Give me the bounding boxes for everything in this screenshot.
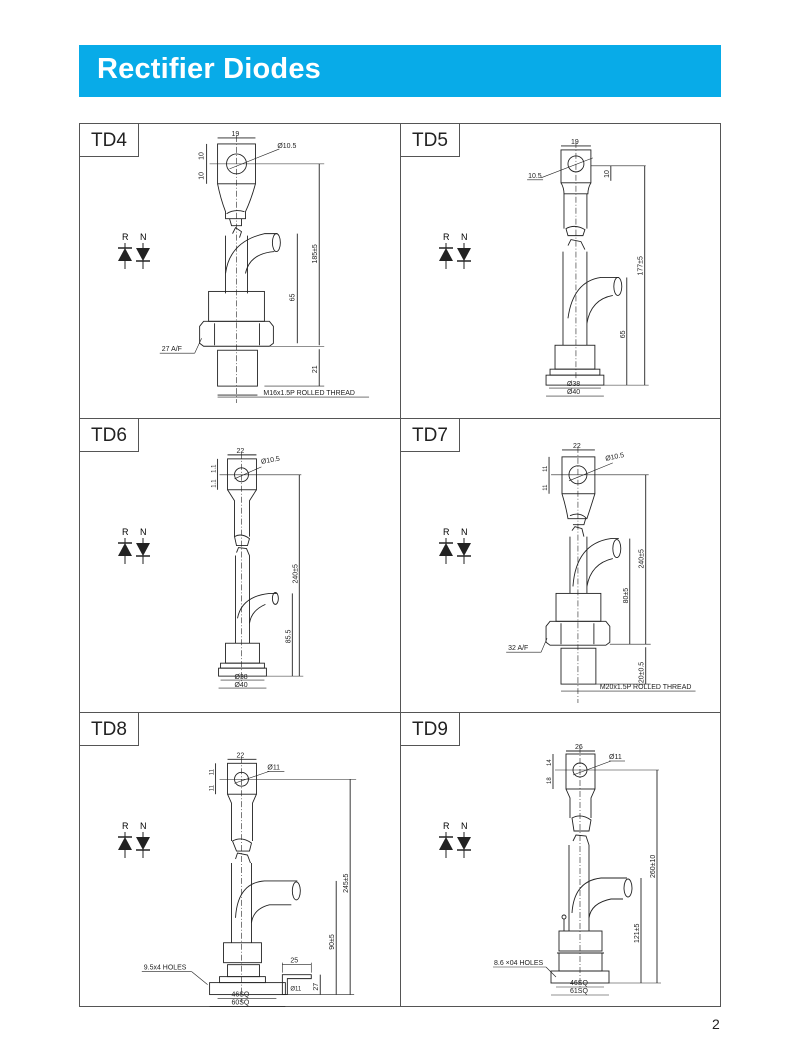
- svg-text:240±5: 240±5: [292, 564, 299, 583]
- page-number: 2: [712, 1016, 720, 1032]
- svg-text:Ø38: Ø38: [567, 381, 580, 388]
- panel-td7: TD7 R N 22 Ø10.5 11 11: [401, 419, 721, 713]
- svg-text:Ø38: Ø38: [235, 674, 248, 681]
- svg-text:19: 19: [571, 139, 579, 146]
- svg-text:11: 11: [210, 768, 216, 775]
- svg-text:Ø11: Ø11: [290, 987, 302, 993]
- svg-text:9.5x4 HOLES: 9.5x4 HOLES: [144, 965, 187, 972]
- svg-text:80±5: 80±5: [623, 588, 630, 604]
- svg-text:R: R: [122, 821, 129, 831]
- svg-text:11: 11: [543, 465, 549, 472]
- svg-text:46SQ: 46SQ: [570, 980, 588, 987]
- panel-td4: TD4 R N 19 Ø10.5 10 10: [80, 124, 401, 419]
- svg-text:Ø40: Ø40: [235, 682, 248, 689]
- svg-text:N: N: [140, 232, 147, 242]
- diode-symbol-icon: R N: [118, 232, 150, 269]
- svg-text:22: 22: [237, 448, 245, 455]
- panel-td9: TD9 R N 26 Ø11 14 18: [401, 713, 721, 1007]
- svg-text:M20x1.5P ROLLED THREAD: M20x1.5P ROLLED THREAD: [600, 684, 692, 691]
- svg-text:N: N: [140, 527, 147, 537]
- svg-text:N: N: [140, 821, 147, 831]
- svg-text:240±5: 240±5: [639, 549, 646, 568]
- model-label: TD5: [401, 124, 460, 157]
- td9-drawing: 26 Ø11 14 18 121±5 260±10: [493, 744, 661, 996]
- td6-drawing: 22 Ø10.5 1.1 1.1 85.5 240±5 Ø38: [212, 448, 304, 689]
- diode-symbol-icon: R N: [439, 527, 471, 564]
- svg-text:11: 11: [210, 784, 216, 791]
- panel-td8: TD8 R N 22 Ø11 11 11: [80, 713, 401, 1007]
- svg-text:10: 10: [199, 152, 206, 160]
- svg-text:M16x1.5P ROLLED THREAD: M16x1.5P ROLLED THREAD: [263, 390, 355, 397]
- svg-text:10.5: 10.5: [528, 173, 542, 180]
- svg-text:R: R: [443, 527, 450, 537]
- svg-text:Ø11: Ø11: [609, 754, 622, 761]
- model-label: TD4: [80, 124, 139, 157]
- svg-text:N: N: [461, 232, 468, 242]
- svg-text:21: 21: [312, 365, 319, 373]
- svg-text:32 A/F: 32 A/F: [508, 645, 528, 652]
- diode-symbol-icon: R N: [439, 232, 471, 269]
- diode-symbol-icon: R N: [118, 527, 150, 564]
- model-label: TD8: [80, 713, 139, 746]
- svg-text:20±0.5: 20±0.5: [639, 662, 646, 683]
- svg-text:25: 25: [290, 958, 298, 965]
- svg-text:Ø10.5: Ø10.5: [277, 143, 296, 150]
- svg-text:22: 22: [237, 752, 245, 759]
- svg-text:Ø40: Ø40: [567, 389, 580, 396]
- svg-text:177±5: 177±5: [638, 256, 645, 275]
- svg-text:Ø10.5: Ø10.5: [261, 456, 281, 466]
- svg-text:245±5: 245±5: [343, 873, 350, 892]
- svg-text:N: N: [461, 821, 468, 831]
- svg-text:10: 10: [199, 172, 206, 180]
- svg-text:10: 10: [604, 170, 611, 178]
- svg-text:R: R: [443, 821, 450, 831]
- td8-drawing: 22 Ø11 11 11 25 Ø11 27: [141, 752, 357, 1007]
- svg-text:27: 27: [313, 983, 320, 991]
- svg-text:8.6 ×04 HOLES: 8.6 ×04 HOLES: [494, 960, 544, 967]
- svg-text:27 A/F: 27 A/F: [162, 346, 182, 353]
- svg-text:90±5: 90±5: [329, 934, 336, 950]
- panel-td5: TD5 R N 19 10.5 10: [401, 124, 721, 419]
- diode-grid: TD4 R N 19 Ø10.5 10 10: [79, 123, 721, 1007]
- svg-text:260±10: 260±10: [650, 855, 657, 878]
- svg-text:Ø11: Ø11: [267, 764, 280, 771]
- svg-text:R: R: [122, 232, 129, 242]
- model-label: TD6: [80, 419, 139, 452]
- svg-text:121±5: 121±5: [634, 923, 641, 943]
- svg-text:N: N: [461, 527, 468, 537]
- title-banner: Rectifier Diodes: [79, 45, 721, 97]
- td5-drawing: 19 10.5 10 65 177±5 Ø38: [527, 139, 649, 397]
- svg-text:22: 22: [573, 443, 581, 450]
- svg-text:61SQ: 61SQ: [570, 988, 588, 995]
- panel-td6: TD6 R N 22 Ø10.5 1.1 1.1: [80, 419, 401, 713]
- page-title: Rectifier Diodes: [97, 53, 321, 85]
- model-label: TD7: [401, 419, 460, 452]
- svg-text:1.1: 1.1: [212, 464, 218, 473]
- diode-symbol-icon: R N: [439, 821, 471, 858]
- svg-text:65: 65: [620, 330, 627, 338]
- svg-text:14: 14: [547, 759, 553, 766]
- svg-text:18: 18: [547, 777, 553, 784]
- svg-text:R: R: [443, 232, 450, 242]
- svg-text:19: 19: [232, 131, 240, 138]
- svg-text:1.1: 1.1: [212, 479, 218, 488]
- model-label: TD9: [401, 713, 460, 746]
- svg-text:65: 65: [289, 294, 296, 302]
- diode-symbol-icon: R N: [118, 821, 150, 858]
- svg-text:R: R: [122, 527, 129, 537]
- svg-text:46SQ: 46SQ: [232, 992, 250, 999]
- td4-drawing: 19 Ø10.5 10 10 65 185±5 21: [159, 131, 370, 404]
- svg-text:11: 11: [543, 484, 549, 491]
- svg-text:Ø10.5: Ø10.5: [605, 452, 625, 463]
- svg-text:26: 26: [575, 744, 583, 751]
- svg-text:60SQ: 60SQ: [232, 1000, 250, 1007]
- td7-drawing: 22 Ø10.5 11 11 80±5 240±5 20±0.5: [506, 443, 696, 704]
- svg-text:85.5: 85.5: [285, 630, 292, 644]
- svg-text:185±5: 185±5: [312, 244, 319, 263]
